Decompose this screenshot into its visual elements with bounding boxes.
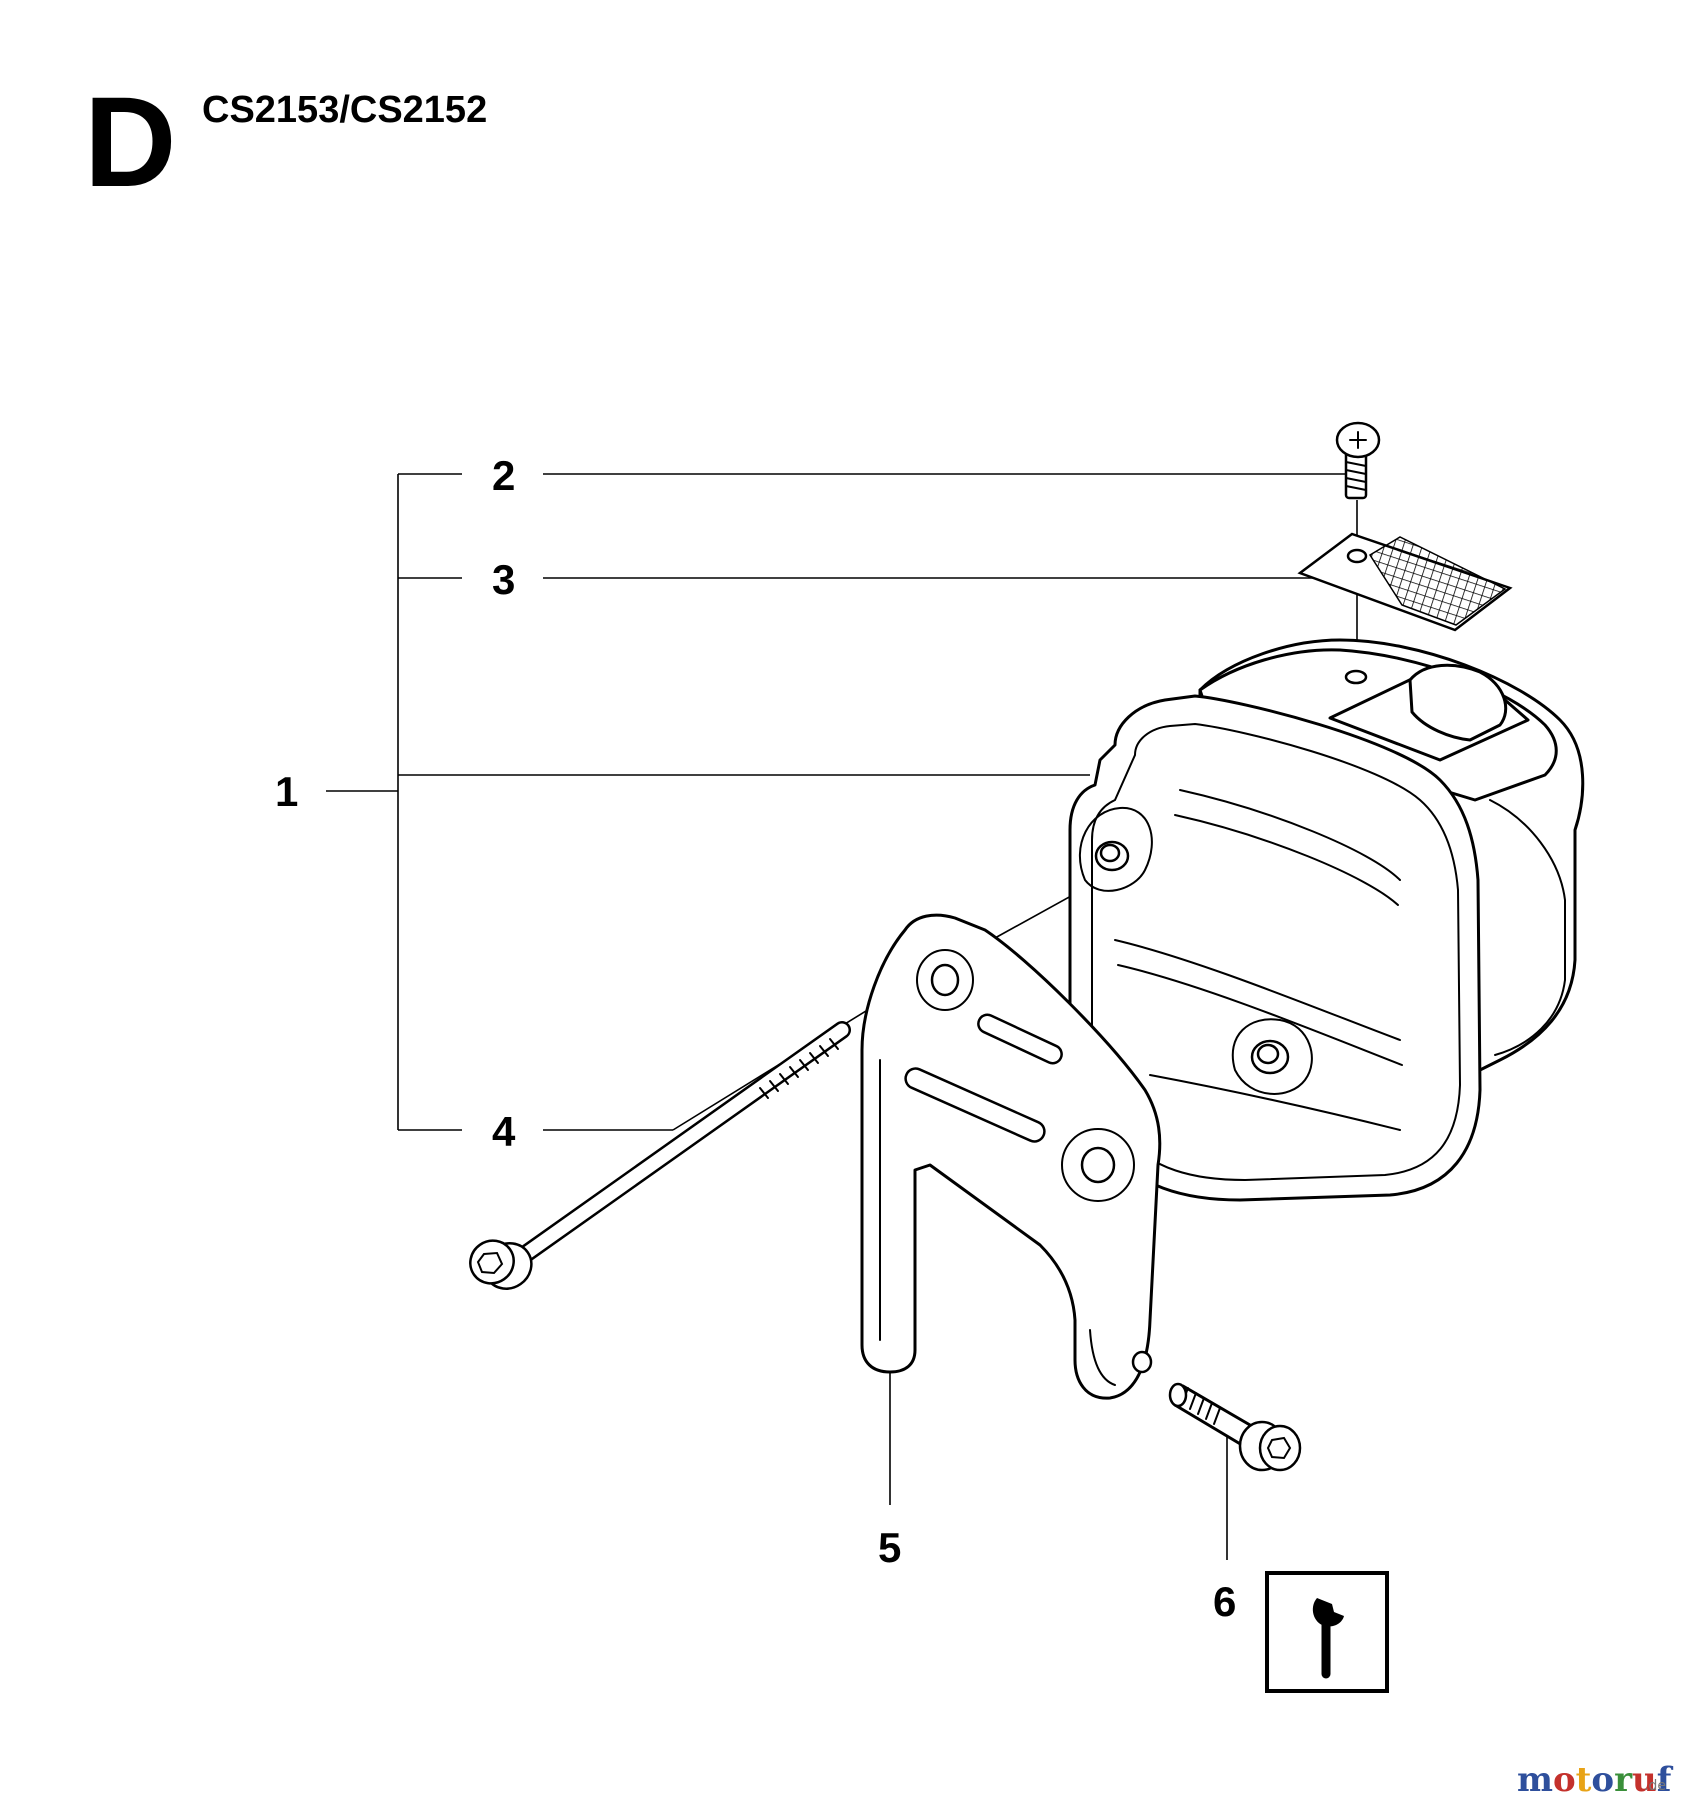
wm-letter-5: r — [1614, 1760, 1633, 1800]
screen-part-3 — [1297, 532, 1513, 632]
model-title: CS2153/CS2152 — [202, 89, 487, 131]
wm-letter-2: o — [1553, 1760, 1576, 1800]
wm-letter-6: u — [1632, 1760, 1657, 1800]
screw-part-2 — [1335, 421, 1381, 500]
callout-2: 2 — [492, 452, 515, 499]
callout-5: 5 — [878, 1524, 901, 1571]
svg-text:motoruf: motoruf — [1517, 1760, 1674, 1800]
section-letter: D — [84, 71, 176, 214]
muffler-part-1 — [1068, 638, 1585, 1202]
long-bolt-part-4 — [469, 1021, 851, 1290]
bracket-part-5 — [860, 913, 1162, 1400]
callout-3: 3 — [492, 556, 515, 603]
callout-6: 6 — [1213, 1578, 1236, 1625]
wm-suffix: .de — [1644, 1778, 1666, 1794]
callout-4: 4 — [492, 1108, 516, 1155]
screw-part-6 — [1168, 1382, 1302, 1472]
wm-letter-4: o — [1591, 1760, 1614, 1800]
wm-letter-1: m — [1517, 1760, 1553, 1800]
wrench-icon — [1265, 1571, 1389, 1693]
wm-letter-3: t — [1576, 1760, 1592, 1800]
callout-1: 1 — [275, 768, 298, 815]
watermark: motoruf .de — [1517, 1760, 1674, 1800]
wm-letter-7: f — [1657, 1760, 1674, 1800]
